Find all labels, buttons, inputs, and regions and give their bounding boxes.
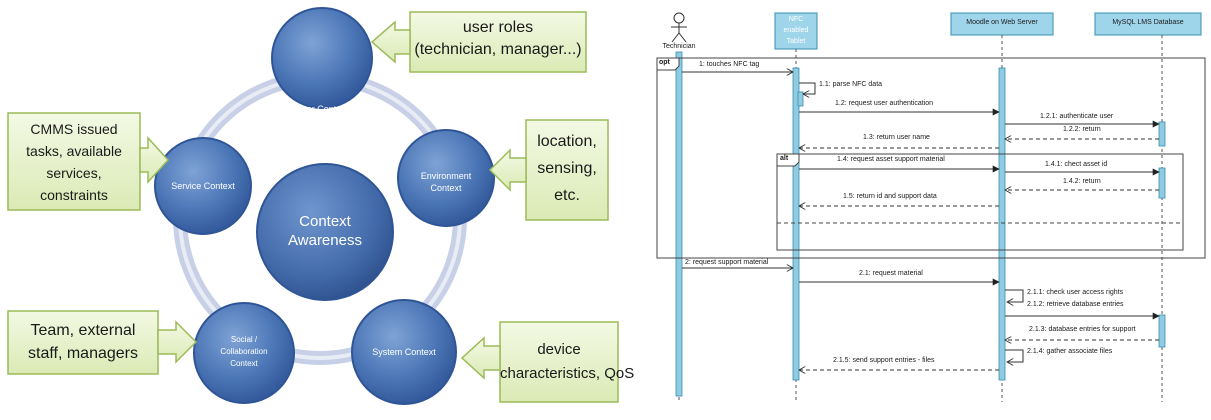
alt-fragment-tag <box>776 153 800 167</box>
tablet-label: NFC enabled Tablet <box>775 14 817 47</box>
environment-callout-box <box>525 119 609 221</box>
social-callout-line1: Team, external <box>30 322 136 339</box>
social-label-line2: Collaboration <box>220 347 268 356</box>
msg-1-3-label: 1.3: return user name <box>863 134 930 141</box>
environment-callout-line3: etc. <box>554 187 580 204</box>
alt-fragment-label: alt <box>780 155 789 162</box>
msg-1-2-label: 1.2: request user authentication <box>835 100 934 107</box>
msg-2-1-1-arrow <box>1005 289 1024 302</box>
msg-1-4-2-label: 1.4.2: return <box>1063 178 1101 185</box>
opt-fragment-label: opt <box>659 59 670 66</box>
moodle-label: Moodle on Web Server <box>966 19 1038 26</box>
service-callout-arrow <box>139 136 170 184</box>
center-label-line1: Context <box>299 213 351 230</box>
social-context-node <box>193 302 295 404</box>
msg-1-2-2-label: 1.2.2: return <box>1063 126 1101 133</box>
tablet-activation <box>792 67 800 381</box>
environment-context-label: Environment Context <box>406 170 486 194</box>
user-context-label: User Context <box>295 104 349 114</box>
opt-fragment <box>656 57 1206 259</box>
msg-2-1-4-label: 2.1.4: gather associate files <box>1027 348 1113 355</box>
service-callout-line4: constraints <box>40 187 108 203</box>
service-callout-text: CMMS issued tasks, available services, c… <box>8 118 140 206</box>
service-callout-line3: services, <box>46 165 102 181</box>
social-label-line1: Social / <box>230 335 258 344</box>
system-context-node <box>351 299 457 405</box>
environment-callout-text: location, sensing, etc. <box>526 128 608 209</box>
mysql-activation-2 <box>1158 167 1166 199</box>
environment-label-line2: Context <box>430 183 462 193</box>
social-callout-line2: staff, managers <box>28 345 138 362</box>
service-callout-line1: CMMS issued <box>30 121 118 137</box>
msg-1-4-1-label: 1.4.1: chect asset id <box>1045 161 1108 168</box>
tablet-label-line3: Tablet <box>786 38 806 45</box>
environment-callout-line1: location, <box>537 133 597 150</box>
tablet-self-activation <box>797 91 804 107</box>
user-callout-arrow <box>370 20 411 64</box>
msg-2-1-2-label: 2.1.2: retrieve database entries <box>1027 301 1124 308</box>
alt-fragment <box>776 153 1184 251</box>
opt-fragment-tag <box>656 57 680 71</box>
service-context-node <box>154 137 252 235</box>
context-awareness-diagram: Context Awareness User Context Environme… <box>7 7 635 405</box>
tablet-header-box <box>774 12 818 50</box>
tablet-label-line1: NFC <box>788 16 804 23</box>
system-callout-arrow <box>460 336 501 380</box>
social-callout-box <box>7 310 159 375</box>
msg-1-2-1-label: 1.2.1: authenticate user <box>1040 113 1114 120</box>
user-callout-text: user roles (technician, manager...) <box>410 17 586 61</box>
system-callout-line1: device <box>537 341 581 358</box>
system-callout-text: device characteristics, QoS <box>500 338 635 386</box>
user-callout-line1: user roles <box>462 19 534 36</box>
center-node <box>256 163 394 301</box>
center-label-line2: Awareness <box>288 232 362 249</box>
msg-2-1-1-label: 2.1.1: check user access rights <box>1027 289 1124 296</box>
service-callout-line2: tasks, available <box>26 143 122 159</box>
user-callout-line2: (technician, manager...) <box>414 41 582 58</box>
msg-1-1-label: 1.1: parse NFC data <box>819 81 883 88</box>
msg-2-1-3-label: 2.1.3: database entries for support <box>1029 326 1136 333</box>
environment-label-line1: Environment <box>420 171 472 181</box>
sequence-diagram-graphic <box>656 12 1206 402</box>
msg-2-1-5-label: 2.1.5: send support entries - files <box>833 357 935 364</box>
social-context-label: Social / Collaboration Context <box>204 334 284 370</box>
environment-callout-line2: sensing, <box>537 160 597 177</box>
social-callout-arrow <box>157 320 198 364</box>
mysql-label: MySQL LMS Database <box>1112 19 1184 26</box>
service-callout-box <box>7 112 141 211</box>
environment-callout-arrow <box>488 148 527 192</box>
msg-2-1-label: 2.1: request material <box>859 270 923 277</box>
msg-1-1-arrow <box>799 82 816 94</box>
technician-activation <box>675 51 683 397</box>
mysql-header-box <box>1094 12 1202 36</box>
system-callout-box <box>499 321 619 403</box>
user-context-node <box>271 7 373 109</box>
context-diagram-graphic <box>7 7 619 405</box>
msg-1-label: 1: touches NFC tag <box>699 61 760 68</box>
technician-actor-icon <box>671 12 687 43</box>
service-context-label: Service Context <box>171 181 235 191</box>
environment-context-node <box>397 129 495 227</box>
msg-1-4-label: 1.4: request asset support material <box>837 156 945 163</box>
system-callout-line2: characteristics, QoS <box>500 365 635 382</box>
msg-1-5-label: 1.5: return id and support data <box>843 193 937 200</box>
center-label: Context Awareness <box>270 212 380 250</box>
user-callout-box <box>409 11 587 73</box>
mysql-activation-1 <box>1158 121 1166 147</box>
mysql-activation-3 <box>1158 314 1166 348</box>
msg-2-1-4-arrow <box>1005 349 1024 362</box>
social-label-line3: Context <box>230 359 258 368</box>
tablet-label-line2: enabled <box>783 27 809 34</box>
sequence-diagram: Technician NFC enabled Tablet Moodle on … <box>655 0 1211 415</box>
technician-label: Technician <box>662 43 696 50</box>
system-context-label: System Context <box>372 347 436 357</box>
social-callout-text: Team, external staff, managers <box>8 319 158 365</box>
msg-2-label: 2: request support material <box>685 259 769 266</box>
moodle-activation <box>998 67 1006 381</box>
